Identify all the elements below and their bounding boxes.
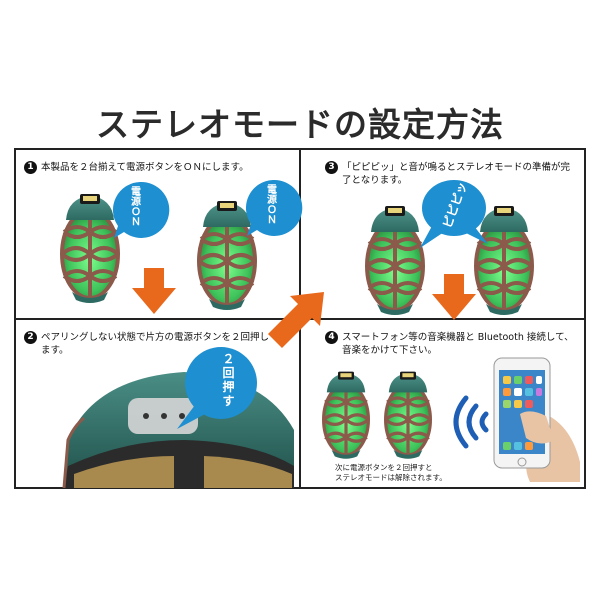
bubble-press-twice-text: ２回押す <box>222 352 235 408</box>
panel4-speaker-left <box>322 370 370 461</box>
bubble-power-on-left-text: 電源ＯＮ <box>131 187 141 228</box>
step-3: 3 「ピピピッ」と音が鳴るとステレオモードの準備が完了となります。 <box>325 161 580 187</box>
step-4: 4 スマートフォン等の音楽機器と Bluetooth 接続して、音楽をかけて下さい… <box>325 331 580 357</box>
stereo-release-note: 次に電源ボタンを２回押すと ステレオモードは解除されます。 <box>335 463 447 482</box>
bubble-power-on-right-text: 電源ＯＮ <box>267 185 277 226</box>
step-3-text: 「ピピピッ」と音が鳴るとステレオモードの準備が完了となります。 <box>342 162 571 186</box>
step-4-text: スマートフォン等の音楽機器と Bluetooth 接続して、音楽をかけて下さい。 <box>342 332 574 356</box>
smartphone-image <box>493 357 580 482</box>
page-title: ステレオモードの設定方法 <box>96 105 504 144</box>
step-2-number: 2 <box>24 331 37 344</box>
bubble-pipipi <box>420 180 488 248</box>
panel4-speaker-right <box>384 370 432 461</box>
step-2-text: ペアリングしない状態で片方の電源ボタンを２回押します。 <box>41 332 270 356</box>
step-2: 2 ペアリングしない状態で片方の電源ボタンを２回押します。 <box>24 331 274 357</box>
arrow-up-right <box>268 292 324 348</box>
step-1-text: 本製品を２台揃えて電源ボタンをＯＮにします。 <box>41 162 249 173</box>
arrow-down-left <box>132 268 176 314</box>
bubble-power-on-left <box>112 181 170 238</box>
step-4-number: 4 <box>325 331 338 344</box>
bluetooth-wave-icon <box>453 395 489 449</box>
step-1-number: 1 <box>24 161 37 174</box>
bubble-press-twice <box>177 347 257 429</box>
bubble-power-on-right <box>245 179 303 236</box>
step-1: 1 本製品を２台揃えて電源ボタンをＯＮにします。 <box>24 161 294 174</box>
arrow-down-right <box>432 274 476 320</box>
panel3-speaker-left <box>365 204 425 317</box>
step-3-number: 3 <box>325 161 338 174</box>
